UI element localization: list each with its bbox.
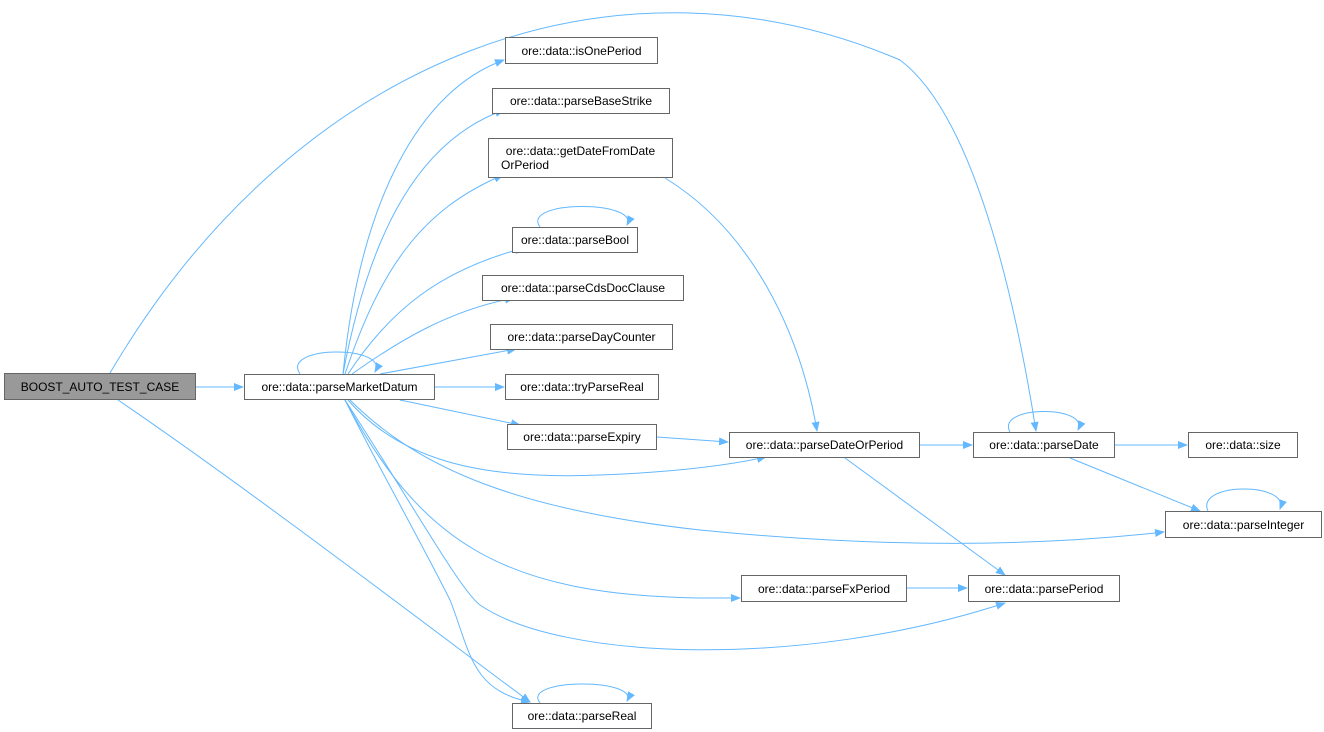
node-label: ore::data::parseDayCounter xyxy=(507,330,656,344)
node-label: ore::data::tryParseReal xyxy=(520,380,644,394)
node-label: ore::data::parseMarketDatum xyxy=(261,380,418,394)
node-label: ore::data::parseCdsDocClause xyxy=(500,281,666,295)
node-label: ore::data::parseFxPeriod xyxy=(757,581,891,596)
edge-pmd-parseBool xyxy=(347,246,525,375)
node-label: ore::data::parseExpiry xyxy=(523,430,641,444)
edge-pmd-parseInteger xyxy=(349,399,1165,544)
node-parse-date[interactable]: ore::data::parseDate xyxy=(973,432,1115,458)
node-label: ore::data::parseDateOrPeriod xyxy=(745,438,904,452)
node-label: ore::data::size xyxy=(1205,438,1281,452)
edge-self-parseBool xyxy=(537,206,635,228)
edge-self-parseInteger xyxy=(1206,488,1287,512)
node-parse-integer[interactable]: ore::data::parseInteger xyxy=(1165,511,1322,538)
node-parse-market-datum[interactable]: ore::data::parseMarketDatum xyxy=(244,374,435,400)
node-boost-auto-test-case: BOOST_AUTO_TEST_CASE xyxy=(4,373,196,400)
node-label: ore::data::parseReal xyxy=(527,709,637,723)
node-label: ore::data::getDateFromDate xyxy=(505,144,656,158)
node-label: ore::data::parseDate xyxy=(989,438,1099,452)
edge-root-parseDate xyxy=(109,12,1039,432)
edge-pmd-getDate xyxy=(344,174,504,375)
edge-pdop-parsePeriod xyxy=(844,457,1006,576)
edge-self-parseReal xyxy=(537,683,635,704)
node-label: ore::data::parseInteger xyxy=(1182,517,1305,532)
edge-getDate-parseDateOrPeriod xyxy=(664,177,820,432)
node-parse-cds-doc-clause[interactable]: ore::data::parseCdsDocClause xyxy=(482,275,684,301)
node-parse-base-strike[interactable]: ore::data::parseBaseStrike xyxy=(492,88,670,114)
node-size[interactable]: ore::data::size xyxy=(1188,432,1298,458)
edge-root-parseReal xyxy=(117,399,531,703)
node-label: ore::data::parsePeriod xyxy=(984,581,1104,596)
edge-pmd-parseFxPeriod xyxy=(344,399,741,602)
edge-pmd-parseDateOrPeriod xyxy=(347,399,767,477)
node-label: ore::data::parseBool xyxy=(520,233,630,247)
edge-pmd-parseDayCounter xyxy=(379,346,517,375)
node-label: ore::data::isOnePeriod xyxy=(521,43,642,58)
edge-pmd-parseCds xyxy=(351,295,515,375)
node-try-parse-real[interactable]: ore::data::tryParseReal xyxy=(505,374,659,400)
node-label: ore::data::parseBaseStrike xyxy=(509,94,653,108)
node-parse-day-counter[interactable]: ore::data::parseDayCounter xyxy=(490,324,673,350)
edge-pmd-parseReal xyxy=(344,399,531,705)
edge-self-parseMarketDatum xyxy=(297,351,383,375)
node-parse-date-or-period[interactable]: ore::data::parseDateOrPeriod xyxy=(729,432,920,458)
node-parse-real[interactable]: ore::data::parseReal xyxy=(512,703,652,729)
edge-parseExpiry-pdop xyxy=(656,436,729,446)
edge-pmd-isOnePeriod xyxy=(342,59,505,375)
node-parse-fx-period[interactable]: ore::data::parseFxPeriod xyxy=(741,575,907,602)
node-is-one-period[interactable]: ore::data::isOnePeriod xyxy=(505,37,658,64)
edge-pmd-parsePeriod xyxy=(344,399,1006,651)
node-parse-expiry[interactable]: ore::data::parseExpiry xyxy=(507,424,657,450)
node-parse-period[interactable]: ore::data::parsePeriod xyxy=(968,575,1120,602)
node-label: BOOST_AUTO_TEST_CASE xyxy=(20,379,180,394)
edge-self-parseDate xyxy=(1007,411,1086,433)
node-label: OrPeriod xyxy=(501,158,550,172)
edge-pmd-parseBaseStrike xyxy=(342,109,505,375)
edge-parseDate-parseInteger xyxy=(1069,457,1201,512)
edge-pmd-parseExpiry xyxy=(399,399,521,428)
node-parse-bool[interactable]: ore::data::parseBool xyxy=(512,227,638,253)
